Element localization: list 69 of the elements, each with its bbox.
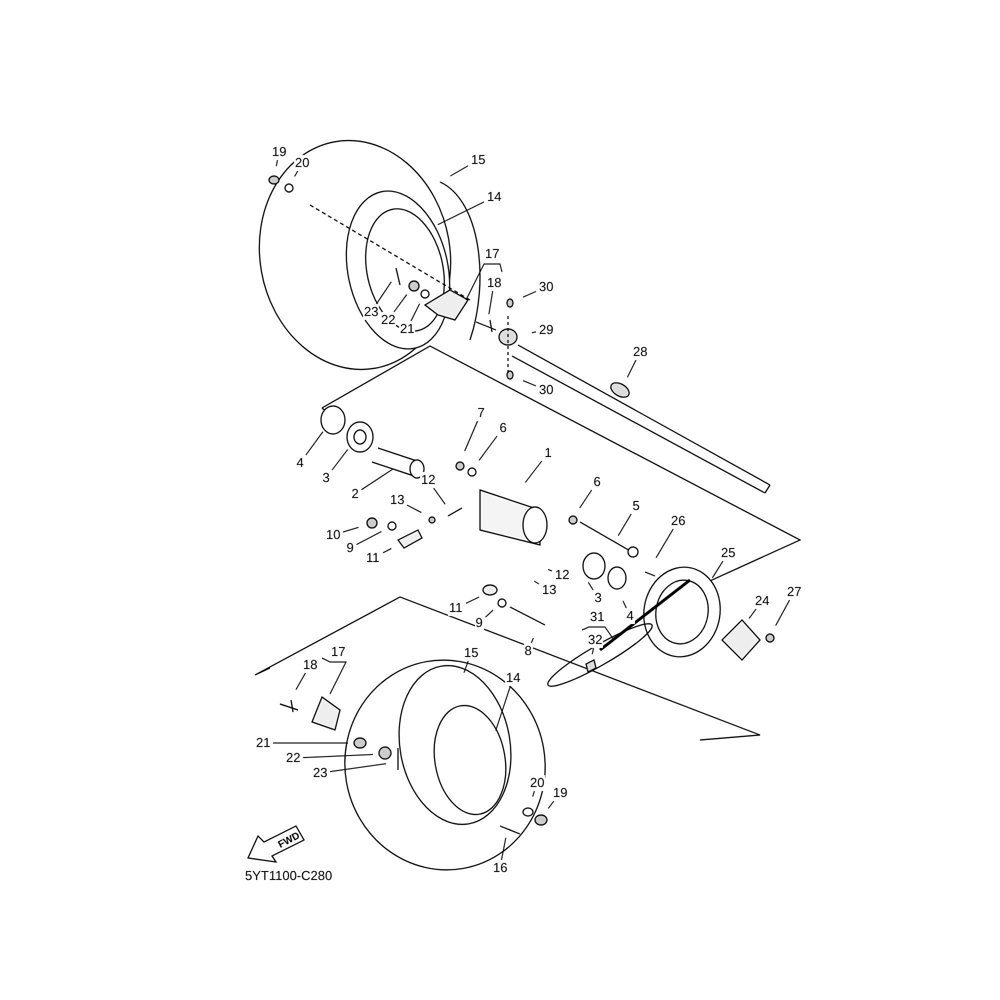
leader-line [522,380,536,386]
callout-number: 12 [420,472,436,488]
leader-line [356,531,382,546]
leader-line [656,528,674,558]
leader-line [548,800,554,809]
callout-number: 19 [552,785,568,801]
leader-line [488,290,494,315]
leader-line [588,582,594,590]
leader-line [622,600,627,608]
leader-line [294,170,298,177]
leader-line [626,360,636,378]
leader-line [748,608,757,619]
callout-number: 27 [786,584,802,600]
callout-number: 26 [670,513,686,529]
leader-line [548,569,552,572]
leader-line [775,600,790,626]
callout-number: 20 [529,775,546,791]
leader-line [530,638,534,644]
leader-line [433,488,446,505]
leader-line [330,763,387,772]
leader-line [393,294,408,312]
leader-line [501,837,506,860]
leader-line [522,290,536,298]
callout-number: 15 [463,645,480,661]
callout-number: 20 [294,155,310,171]
leader-line [592,648,594,655]
leader-line [532,790,535,798]
leader-line [464,420,478,452]
arrow-label: FWD [276,829,303,853]
leader-line [485,610,494,618]
leader-line [712,560,724,578]
leader-line [524,460,542,483]
leader-line [410,303,420,322]
callout-number: 24 [754,593,770,609]
callout-number: 19 [271,144,288,160]
callout-number: 23 [363,304,380,320]
callout-number: 9 [474,615,484,631]
callout-number: 18 [302,657,318,673]
callout-number: 11 [448,600,464,616]
leader-line [376,281,392,304]
leader-line [406,504,422,513]
leader-line [466,596,480,604]
leader-line [361,468,394,490]
callout-number: 32 [587,632,604,648]
leader-line [464,660,469,674]
leader-line [332,449,348,470]
leader-line [478,436,498,461]
leader-line [276,160,278,167]
leader-line [302,754,374,758]
leader-line [495,686,511,732]
callout-number: 28 [632,344,648,360]
leader-line [296,672,306,690]
leader-line [305,431,324,456]
leader-line [382,548,392,554]
leader-line [272,742,348,744]
leader-line [531,331,536,334]
leader-line [437,201,484,226]
leader-line [618,514,632,536]
leader-line [342,526,359,532]
leader-line [534,580,540,584]
callout-number: 14 [505,670,522,686]
leader-line [450,165,468,176]
callout-number: 18 [486,275,502,291]
part-code: 5YT1100-C280 [245,868,332,884]
callout-number: 7 [476,405,486,421]
leader-line [579,490,592,508]
callout-number: 4 [626,608,635,624]
callout-number: 22 [380,312,396,328]
callout-number: 25 [720,545,736,561]
